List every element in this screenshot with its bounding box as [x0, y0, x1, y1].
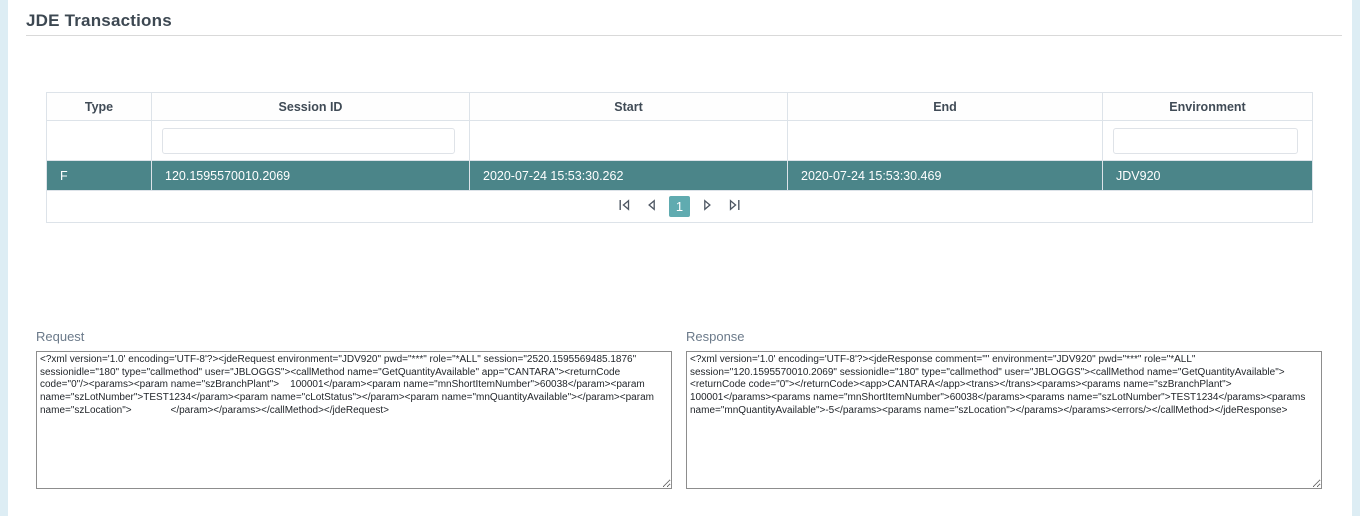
filter-cell-type	[47, 121, 152, 161]
title-divider	[26, 35, 1342, 36]
column-header-session-id[interactable]: Session ID	[152, 93, 470, 121]
grid-header-row: Type Session ID Start End Environment	[47, 93, 1313, 121]
cell-environment: JDV920	[1103, 161, 1313, 191]
request-panel: Request <?xml version='1.0' encoding='UT…	[36, 329, 672, 494]
previous-page-icon	[644, 197, 660, 216]
response-label: Response	[686, 329, 1322, 344]
column-header-environment[interactable]: Environment	[1103, 93, 1313, 121]
cell-end: 2020-07-24 15:53:30.469	[788, 161, 1103, 191]
response-panel: Response <?xml version='1.0' encoding='U…	[686, 329, 1322, 494]
first-page-button[interactable]	[615, 197, 635, 217]
column-header-end[interactable]: End	[788, 93, 1103, 121]
filter-cell-environment	[1103, 121, 1313, 161]
next-page-button[interactable]	[697, 197, 717, 217]
next-page-icon	[699, 197, 715, 216]
filter-cell-start	[470, 121, 788, 161]
pager: 1	[47, 196, 1312, 217]
filter-cell-end	[788, 121, 1103, 161]
response-textarea[interactable]: <?xml version='1.0' encoding='UTF-8'?><j…	[686, 351, 1322, 489]
cell-type: F	[47, 161, 152, 191]
cell-session-id: 120.1595570010.2069	[152, 161, 470, 191]
main-content-area: JDE Transactions Type Session ID Start E…	[8, 0, 1352, 516]
request-textarea[interactable]: <?xml version='1.0' encoding='UTF-8'?><j…	[36, 351, 672, 489]
last-page-icon	[726, 197, 742, 216]
first-page-icon	[617, 197, 633, 216]
filter-cell-session-id	[152, 121, 470, 161]
last-page-button[interactable]	[724, 197, 744, 217]
grid-filter-row	[47, 121, 1313, 161]
page-title: JDE Transactions	[26, 11, 172, 31]
transactions-grid: Type Session ID Start End Environment	[46, 92, 1313, 223]
request-label: Request	[36, 329, 672, 344]
table-row-selected[interactable]: F 120.1595570010.2069 2020-07-24 15:53:3…	[47, 161, 1313, 191]
page-1-button[interactable]: 1	[669, 196, 690, 217]
column-header-type[interactable]: Type	[47, 93, 152, 121]
environment-filter-input[interactable]	[1113, 128, 1298, 154]
previous-page-button[interactable]	[642, 197, 662, 217]
session-id-filter-input[interactable]	[162, 128, 455, 154]
column-header-start[interactable]: Start	[470, 93, 788, 121]
cell-start: 2020-07-24 15:53:30.262	[470, 161, 788, 191]
grid-pager-row: 1	[47, 191, 1313, 223]
